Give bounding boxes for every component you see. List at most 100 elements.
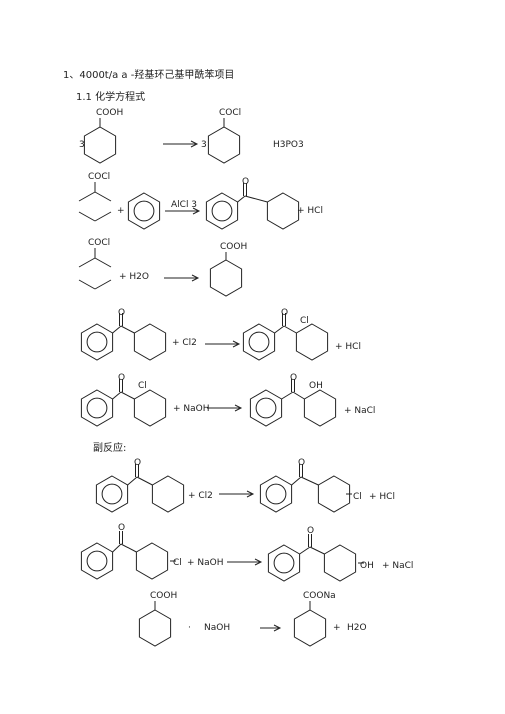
reaction-arrows <box>163 140 282 632</box>
label-nacl-r5: + NaCl <box>344 406 375 416</box>
arrow-s2 <box>227 558 263 566</box>
arrow-r5-head <box>234 404 243 412</box>
mol-reactant-s2-benzene <box>80 542 114 580</box>
mol-reactant-r5-benzene-ring <box>80 389 114 427</box>
label-o-s2b: O <box>307 526 314 536</box>
mol-reactant-s1-benzene-aromatic-circle <box>101 483 123 505</box>
mol-cyclohexanecarboxylic-acid-r3 <box>209 259 243 297</box>
label-cl-s2: Cl <box>173 558 182 568</box>
label-hcl-r4: + HCl <box>335 342 361 352</box>
mol-product-s1-cyclohexane-ring <box>317 475 351 513</box>
mol-reactant-r4-cyclohexane-ring <box>133 323 167 361</box>
mol-reactant-r5-cyclohexane <box>133 389 167 427</box>
arrow-r4 <box>205 340 241 348</box>
mol-cyclohexanecarboxylic-acid-ring <box>83 126 117 164</box>
mol-reactant-s1-cyclohexane <box>151 475 185 513</box>
mol-reactant-r4-bond-ph-co <box>112 325 122 334</box>
mol-reactant-s2-cyclohexane <box>135 542 169 580</box>
label-plus-s3: + <box>333 623 341 633</box>
label-h2o-s3: H2O <box>347 623 367 633</box>
mol-sodium-salt-s3-ring <box>293 609 327 647</box>
mol-product-r2-cyclohexane <box>266 192 300 230</box>
mol-product-r5-bond-co-cy <box>292 391 305 400</box>
mol-reactant-s2-bond-ph-co <box>112 543 122 553</box>
mol-product-s1-bond-co-cy <box>300 476 319 486</box>
label-o-r2: O <box>242 177 249 187</box>
document-title: 1、4000t/a a -羟基环己基甲酰苯项目 <box>63 70 235 81</box>
mol-product-r4-benzene-aromatic-circle <box>248 331 270 353</box>
label-cl2-r4: + Cl2 <box>172 338 197 348</box>
mol-reactant-s2-bond-co-cy <box>120 543 137 553</box>
arrow-r5 <box>207 404 243 412</box>
mol-product-s2-benzene-ring <box>267 544 301 582</box>
mol-product-r5-cyclohexane-ring <box>303 389 337 427</box>
mol-product-r5-benzene-aromatic-circle <box>255 397 277 419</box>
label-oh-r5: OH <box>309 381 323 391</box>
label-o-r4a: O <box>118 308 125 318</box>
mol-product-r5-benzene-ring <box>249 389 283 427</box>
arrow-s3-head <box>273 624 282 632</box>
mol-product-r4-benzene <box>242 323 276 361</box>
section-heading: 1.1 化学方程式 <box>76 92 146 103</box>
mol-reactant-s1-benzene-ring <box>95 475 129 513</box>
label-cooh-r1: COOH <box>96 108 123 118</box>
mol-cyclohexanecarboxylic-acid-r3-ring <box>209 259 243 297</box>
frag-r2-c <box>94 191 112 202</box>
molecule-structures <box>78 118 364 647</box>
label-alcl3: AlCl 3 <box>171 200 197 210</box>
label-naoh-s3: NaOH <box>204 623 230 633</box>
mol-reactant-s2-benzene-ring <box>80 542 114 580</box>
arrow-r4-head <box>232 340 241 348</box>
frag-r2-e <box>94 211 112 222</box>
mol-product-r5-benzene <box>249 389 283 427</box>
mol-reactant-r5-benzene-aromatic-circle <box>86 397 108 419</box>
mol-reactant-r4-benzene <box>80 323 114 361</box>
frag-r3-b <box>78 257 96 268</box>
label-cocl-r3: COCl <box>88 238 110 248</box>
label-coeff-3-right: 3 <box>201 140 207 150</box>
mol-product-r2-benzene-aromatic-circle <box>211 200 233 222</box>
arrow-r1 <box>163 140 199 148</box>
mol-product-r2-benzene <box>205 192 239 230</box>
label-hcl-r2: + HCl <box>297 206 323 216</box>
mol-reactant-r5-bond-co-cy <box>120 391 135 400</box>
arrow-s3 <box>260 624 282 632</box>
arrow-r1-head <box>190 140 199 148</box>
mol-cyclohexanecarboxylic-acid <box>83 126 117 164</box>
arrow-s1 <box>219 490 255 498</box>
label-dot-s3: · <box>188 623 191 633</box>
mol-product-s2-bond-co-cy <box>309 546 325 555</box>
mol-product-s1-bond-ph-co <box>291 476 302 486</box>
mol-reactant-r4-bond-co-cy <box>120 325 135 334</box>
arrow-r3 <box>164 274 200 282</box>
label-cocl-r1: COCl <box>219 108 241 118</box>
mol-reactant-r5-benzene <box>80 389 114 427</box>
mol-cyclohexanecarboxylic-acid-s3-ring <box>138 609 172 647</box>
label-o-r5a: O <box>118 373 125 383</box>
label-h2o-r3: + H2O <box>119 272 149 282</box>
label-o-s1a: O <box>134 458 141 468</box>
mol-reactant-r5-cyclohexane-ring <box>133 389 167 427</box>
label-o-s1b: O <box>298 458 305 468</box>
label-oh-s2: OH <box>360 561 374 571</box>
mol-benzene-r2-aromatic-circle <box>133 200 155 222</box>
mol-reactant-r4-benzene-ring <box>80 323 114 361</box>
mol-product-r5-cyclohexane <box>303 389 337 427</box>
mol-product-r5-bond-ph-co <box>281 391 294 400</box>
mol-product-r4-cyclohexane <box>295 323 329 361</box>
mol-reactant-s1-benzene <box>95 475 129 513</box>
mol-benzene-r2-ring <box>127 192 161 230</box>
label-cl-r5: Cl <box>138 381 147 391</box>
arrow-s2-head <box>254 558 263 566</box>
mol-cyclohexanecarboxylic-acid-s3 <box>138 609 172 647</box>
label-naoh-r5: + NaOH <box>173 404 210 414</box>
mol-product-s2-cyclohexane <box>323 544 357 582</box>
frag-r2-b <box>78 191 96 202</box>
label-hcl-s1: + HCl <box>369 492 395 502</box>
label-o-r4b: O <box>281 308 288 318</box>
mol-benzene-r2 <box>127 192 161 230</box>
label-cooh-r3: COOH <box>220 242 247 252</box>
arrow-r2 <box>165 207 201 215</box>
label-nacl-s2: + NaCl <box>382 561 413 571</box>
